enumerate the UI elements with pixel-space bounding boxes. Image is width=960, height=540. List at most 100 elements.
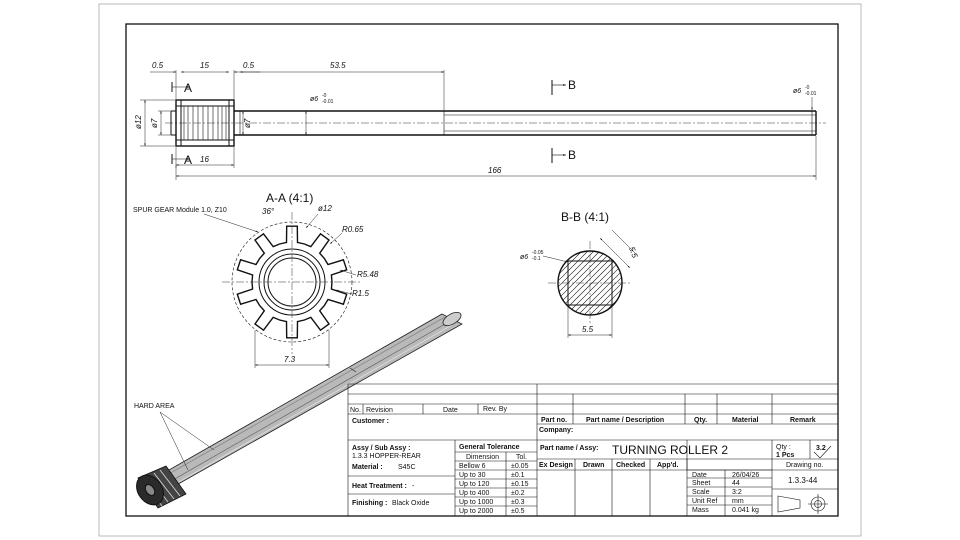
info-value: 26/04/26 [732,472,759,479]
info-label: Unit Ref [692,498,717,505]
qty-label: Qty : [776,444,791,451]
rev-header-revision: Revision [366,407,393,414]
material-label: Material : [352,464,383,471]
tolerance-title: General Tolerance [459,444,520,451]
dim-end-dia: ø6 [793,88,801,95]
material-value: S45C [398,464,416,471]
shaft-side-view: A A B B [165,78,826,167]
part-name-label: Part name / Assy: [540,445,599,452]
heat-treatment-label: Heat Treatment : [352,483,407,490]
qty-value: 1 Pcs [776,452,794,459]
drawing-no-value: 1.3.3-44 [788,476,818,485]
dim-dia7-left: ø7 [150,118,159,128]
dim-angle-36: 36° [262,207,275,216]
dim-b-tol-upper: -0.05 [532,250,544,256]
tolerance-value: ±0.3 [511,499,525,506]
dim-b-5-5-diag: 5.5 [627,246,639,260]
roughness-symbol [813,445,832,459]
parts-header-partno: Part no. [541,417,567,424]
parts-header-remark: Remark [790,417,816,424]
sign-header-drawn: Drawn [583,462,604,469]
customer-label: Customer : [352,418,389,425]
dim-gear-od: ø12 [318,204,332,213]
section-a-marker-bottom: A [184,153,192,167]
section-a-marker-top: A [184,81,192,95]
section-b-title: B-B (4:1) [561,210,609,224]
info-label: Date [692,472,707,479]
roughness-value: 3.2 [816,445,826,452]
drawing-frame [125,23,839,517]
tolerance-dimension: Bellow 6 [459,463,486,470]
part-name-value: TURNING ROLLER 2 [612,443,728,457]
dim-dia12: ø12 [134,115,143,129]
outer-border [98,3,862,537]
sign-header-appd: App'd. [657,462,679,469]
isometric-view: HARD AREA [134,311,463,509]
dim-r15: R1.5 [352,289,369,298]
dim-b-tol-lower: -0.1 [532,256,541,262]
info-label: Scale [692,489,710,496]
gear-spec-note: SPUR GEAR Module 1.0, Z10 [133,207,227,214]
section-a-a-view: A-A (4:1) SPUR GEAR Module 1.0, Z10 36° … [133,191,379,368]
assy-value: 1.3.3 HOPPER-REAR [352,453,421,460]
info-value: 0.041 kg [732,507,759,514]
heat-treatment-value: - [412,483,415,490]
dim-end-tol-upper: -0 [805,85,810,91]
tolerance-header-dimension: Dimension [466,454,499,461]
gear-teeth-outline [236,225,348,339]
dim-shaft-tol-lower: -0.01 [322,99,334,105]
sign-header-checked: Checked [616,462,645,469]
dim-166: 166 [488,166,502,175]
company-label: Company: [539,427,573,434]
info-value: mm [732,498,744,505]
tolerance-value: ±0.2 [511,490,525,497]
tolerance-value: ±0.5 [511,508,525,515]
tolerance-dimension: Up to 1000 [459,499,493,506]
projection-symbol-icon [777,494,828,514]
info-label: Mass [692,507,709,514]
tolerance-dimension: Up to 400 [459,490,489,497]
info-label: Sheet [692,480,710,487]
parts-header-material: Material [732,417,759,424]
dim-r548: R5.48 [357,270,379,279]
dim-16: 16 [200,155,209,164]
section-b-marker-top: B [568,78,576,92]
section-b-marker-bottom: B [568,148,576,162]
parts-header-description: Part name / Description [586,417,664,424]
tolerance-value: ±0.05 [511,463,529,470]
dim-end-tol-lower: -0.01 [805,91,817,97]
dim-0-5-left: 0.5 [152,61,164,70]
drawing-no-label: Drawing no. [786,462,823,469]
tolerance-dimension: Up to 2000 [459,508,493,515]
rev-header-revby: Rev. By [483,406,507,413]
dim-53-5: 53.5 [330,61,346,70]
tolerance-dimension: Up to 120 [459,481,489,488]
dim-dia7-right: ø7 [243,118,252,128]
rev-header-no: No. [350,407,361,414]
dim-shaft-dia: ø6 [310,96,318,103]
info-value: 3:2 [732,489,742,496]
finishing-value: Black Oxide [392,500,429,507]
title-block: Bellow 6 ±0.05 Up to 30 ±0.1 Up to 120 ±0.15U… [347,383,838,516]
finishing-label: Finishing : [352,500,387,507]
section-b-b-view: B-B (4:1) ø6 -0.05 -0.1 5.5 5.5 [520,210,640,338]
hard-area-label: HARD AREA [134,403,175,410]
dim-15: 15 [200,61,209,70]
assy-label: Assy / Sub Assy : [352,445,411,452]
dim-shaft-tol-upper: -0 [322,93,327,99]
dim-r065: R0.65 [342,225,364,234]
dim-b-dia: ø6 [520,254,528,261]
top-dimensions: 0.5 15 0.5 53.5 16 166 ø12 ø7 ø7 ø6 -0 -… [134,61,817,180]
info-value: 44 [732,480,740,487]
sign-header-exdesign: Ex Design [539,462,573,469]
dim-b-5-5: 5.5 [582,325,594,334]
tolerance-value: ±0.1 [511,472,525,479]
tolerance-dimension: Up to 30 [459,472,486,479]
rev-header-date: Date [443,407,458,414]
parts-header-qty: Qty. [694,417,707,424]
dim-7-3: 7.3 [284,355,296,364]
section-a-title: A-A (4:1) [266,191,313,205]
tolerance-value: ±0.15 [511,481,529,488]
tolerance-header-tol: Tol. [516,454,527,461]
